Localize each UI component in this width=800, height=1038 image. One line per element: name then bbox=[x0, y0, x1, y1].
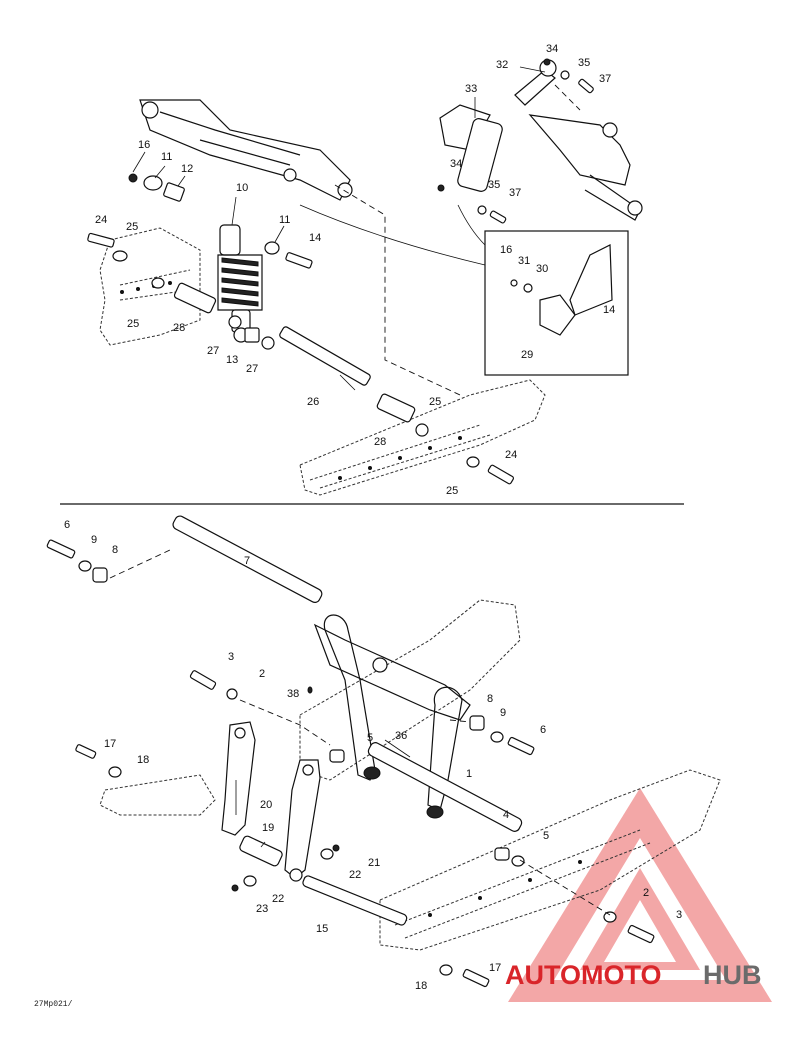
callout-7: 7 bbox=[244, 555, 250, 567]
callout-29: 29 bbox=[521, 349, 533, 361]
lower-frame-right bbox=[299, 599, 721, 951]
callout-17: 17 bbox=[489, 962, 501, 974]
callout-11: 11 bbox=[161, 151, 172, 163]
callout-13: 13 bbox=[226, 354, 238, 366]
callout-25: 25 bbox=[127, 318, 139, 330]
callout-23: 23 bbox=[256, 903, 268, 915]
callout-9: 9 bbox=[91, 534, 97, 546]
callout-24: 24 bbox=[95, 214, 107, 226]
lower-frame-left bbox=[99, 774, 216, 816]
callout-10: 10 bbox=[236, 182, 248, 194]
callout-25: 25 bbox=[429, 396, 441, 408]
callout-36: 36 bbox=[395, 730, 407, 742]
callout-6: 6 bbox=[64, 519, 70, 531]
upper-swing-arm bbox=[139, 99, 353, 201]
callout-17: 17 bbox=[104, 738, 116, 750]
bottom-dash-guide-3 bbox=[449, 719, 471, 723]
callout-28: 28 bbox=[374, 436, 386, 448]
callout-38: 38 bbox=[287, 688, 299, 700]
callout-28: 28 bbox=[173, 322, 185, 334]
watermark-text: AUTOMOTO HUB bbox=[505, 960, 762, 990]
callout-6: 6 bbox=[540, 724, 546, 736]
callout-16: 16 bbox=[138, 139, 150, 151]
upper-frame-right bbox=[299, 379, 546, 496]
callout-35: 35 bbox=[578, 57, 590, 69]
callout-27: 27 bbox=[246, 363, 258, 375]
callout-11: 11 bbox=[279, 214, 290, 226]
inset-leader-line-2 bbox=[457, 204, 486, 246]
rear-shock-assembly bbox=[439, 59, 643, 221]
callout-2: 2 bbox=[643, 887, 649, 899]
callout-19: 19 bbox=[262, 822, 274, 834]
top-dash-guide-2 bbox=[554, 84, 581, 111]
leader-lines bbox=[132, 66, 546, 848]
drawing-code: 27Mp021/ bbox=[34, 1000, 73, 1009]
callout-18: 18 bbox=[415, 980, 427, 992]
link-arms bbox=[221, 721, 321, 882]
callout-22: 22 bbox=[349, 869, 361, 881]
callout-33: 33 bbox=[465, 83, 477, 95]
callout-32: 32 bbox=[496, 59, 508, 71]
callout-12: 12 bbox=[181, 163, 193, 175]
callout-25: 25 bbox=[446, 485, 458, 497]
detail-inset bbox=[484, 230, 629, 376]
callout-9: 9 bbox=[500, 707, 506, 719]
callout-25: 25 bbox=[126, 221, 138, 233]
callout-37: 37 bbox=[509, 187, 521, 199]
callout-16: 16 bbox=[500, 244, 512, 256]
watermark-text-red: AUTOMOTO bbox=[505, 960, 662, 990]
callout-37: 37 bbox=[599, 73, 611, 85]
callout-20: 20 bbox=[260, 799, 272, 811]
callout-34: 34 bbox=[546, 43, 558, 55]
callout-1: 1 bbox=[466, 768, 472, 780]
callout-34: 34 bbox=[450, 158, 462, 170]
callout-30: 30 bbox=[536, 263, 548, 275]
bottom-hardware bbox=[46, 539, 655, 988]
callout-35: 35 bbox=[488, 179, 500, 191]
inset-leader-line bbox=[299, 204, 486, 266]
callout-4: 4 bbox=[503, 809, 509, 821]
bottom-dash-guide-4 bbox=[519, 859, 611, 916]
callout-21: 21 bbox=[368, 857, 380, 869]
callout-2: 2 bbox=[259, 668, 265, 680]
watermark-text-gray: HUB bbox=[703, 960, 762, 990]
callout-14: 14 bbox=[603, 304, 615, 316]
callout-3: 3 bbox=[228, 651, 234, 663]
top-hardware bbox=[87, 58, 594, 485]
bottom-dash-guide-2 bbox=[239, 699, 331, 746]
center-support-1 bbox=[313, 614, 471, 819]
bottom-dash-guide-1 bbox=[109, 549, 171, 579]
callout-labels: 34 32 35 37 33 34 35 37 16 11 12 10 24 2… bbox=[64, 43, 682, 992]
callout-8: 8 bbox=[487, 693, 493, 705]
callout-24: 24 bbox=[505, 449, 517, 461]
callout-31: 31 bbox=[518, 255, 530, 267]
callout-22: 22 bbox=[272, 893, 284, 905]
callout-14: 14 bbox=[309, 232, 321, 244]
callout-5: 5 bbox=[543, 830, 549, 842]
callout-15: 15 bbox=[316, 923, 328, 935]
cross-shaft-7 bbox=[172, 515, 323, 603]
callout-18: 18 bbox=[137, 754, 149, 766]
callout-27: 27 bbox=[207, 345, 219, 357]
callout-26: 26 bbox=[307, 396, 319, 408]
callout-5: 5 bbox=[367, 732, 373, 744]
callout-3: 3 bbox=[676, 909, 682, 921]
cross-shaft-15 bbox=[302, 875, 408, 926]
cross-shaft-4 bbox=[367, 742, 523, 832]
top-dash-guide bbox=[334, 184, 461, 396]
callout-8: 8 bbox=[112, 544, 118, 556]
